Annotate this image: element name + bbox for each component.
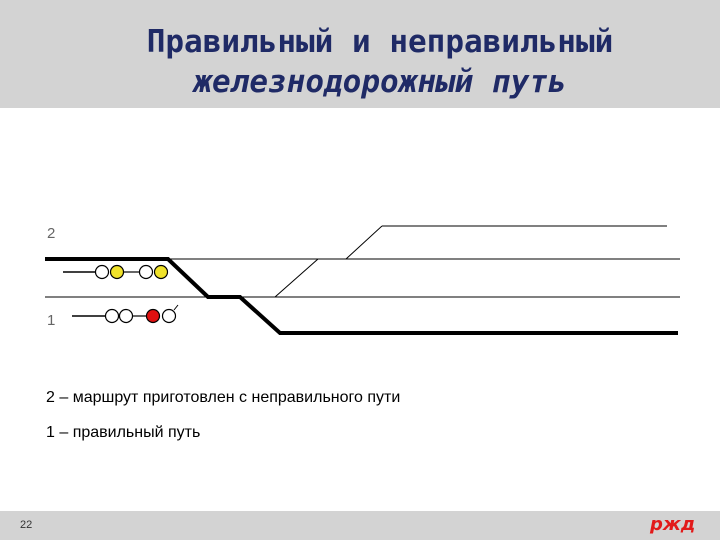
signal-2 xyxy=(63,264,169,280)
crossover-right xyxy=(345,225,383,260)
signal-1-lamp-4 xyxy=(161,308,177,324)
signal-1-lamp-1 xyxy=(104,308,120,324)
legend-item-2: 2 – маршрут приготовлен с неправильного … xyxy=(46,389,401,406)
title-line-1: Правильный и неправильный xyxy=(146,24,614,60)
crossover-left xyxy=(274,258,319,298)
page-number: 22 xyxy=(20,519,33,531)
page-title: Правильный и неправильный железнодорожны… xyxy=(40,22,720,102)
signal-2-lamp-1 xyxy=(94,264,110,280)
title-line-2: железнодорожный путь xyxy=(193,64,567,100)
route-line xyxy=(45,257,678,335)
signal-1 xyxy=(72,304,179,324)
rzd-logo: ржд xyxy=(650,514,696,535)
track-label-1: 1 xyxy=(47,312,55,329)
signal-1-lamp-3 xyxy=(145,308,161,324)
signal-2-lamp-2 xyxy=(109,264,125,280)
title-bar: Правильный и неправильный железнодорожны… xyxy=(0,0,720,108)
signal-1-lamp-2 xyxy=(118,308,134,324)
track-label-2: 2 xyxy=(47,225,55,242)
signal-2-lamp-4 xyxy=(153,264,169,280)
signal-1-tick xyxy=(173,304,179,311)
legend-item-1: 1 – правильный путь xyxy=(46,424,201,441)
footer-bar: 22 ржд xyxy=(0,511,720,540)
signal-2-lamp-3 xyxy=(138,264,154,280)
